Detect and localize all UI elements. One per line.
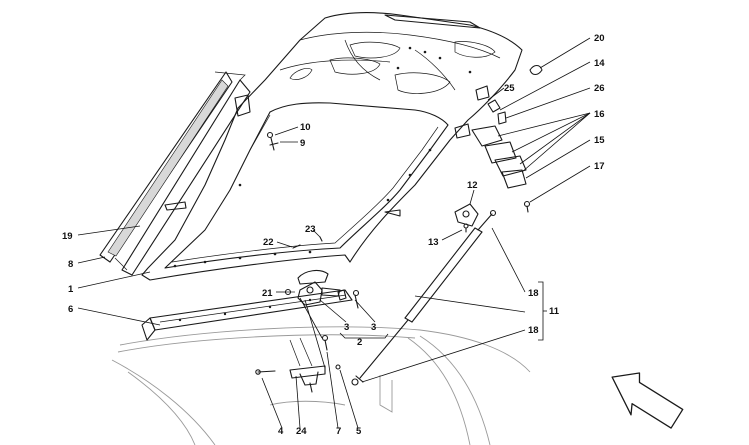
callout-19: 19	[62, 231, 73, 242]
callout-3a: 3	[344, 322, 349, 333]
small-pins	[292, 236, 323, 249]
callout-10: 10	[300, 122, 311, 133]
gas-strut	[351, 209, 497, 386]
hood-panel	[141, 12, 523, 281]
callout-2: 2	[357, 337, 362, 348]
strut-upper-bracket	[454, 203, 479, 233]
callout-16: 16	[594, 109, 605, 120]
callout-18-bottom: 18	[528, 325, 539, 336]
lower-striker-assembly	[255, 334, 341, 393]
leader-lines	[77, 37, 591, 429]
callout-11: 11	[549, 306, 560, 317]
callout-22: 22	[263, 237, 274, 248]
callout-labels: 1 2 3 3 4 5 6 7 8 9 10 11 12 13 14 15 16…	[62, 33, 605, 437]
callout-6: 6	[68, 304, 73, 315]
callout-23: 23	[305, 224, 316, 235]
callout-4: 4	[278, 426, 284, 437]
callout-13: 13	[428, 237, 439, 248]
car-body-outline	[111, 326, 531, 445]
callout-18-top: 18	[528, 288, 539, 299]
hood-bolt	[266, 131, 279, 151]
callout-9: 9	[300, 138, 305, 149]
callout-24: 24	[296, 426, 307, 437]
rear-seal-strip	[141, 289, 353, 341]
callout-3b: 3	[371, 322, 376, 333]
hood-grille	[99, 71, 251, 276]
callout-5: 5	[356, 426, 362, 437]
callout-26: 26	[594, 83, 605, 94]
callout-7: 7	[336, 426, 341, 437]
callout-1: 1	[68, 284, 74, 295]
callout-17: 17	[594, 161, 605, 172]
front-direction-arrow-icon	[611, 372, 684, 429]
callout-25: 25	[504, 83, 515, 94]
callout-20: 20	[594, 33, 605, 44]
callout-21: 21	[262, 288, 273, 299]
callout-8: 8	[68, 259, 73, 270]
callout-15: 15	[594, 135, 605, 146]
hinge-assembly	[471, 64, 543, 213]
callout-14: 14	[594, 58, 605, 69]
callout-12: 12	[467, 180, 478, 191]
